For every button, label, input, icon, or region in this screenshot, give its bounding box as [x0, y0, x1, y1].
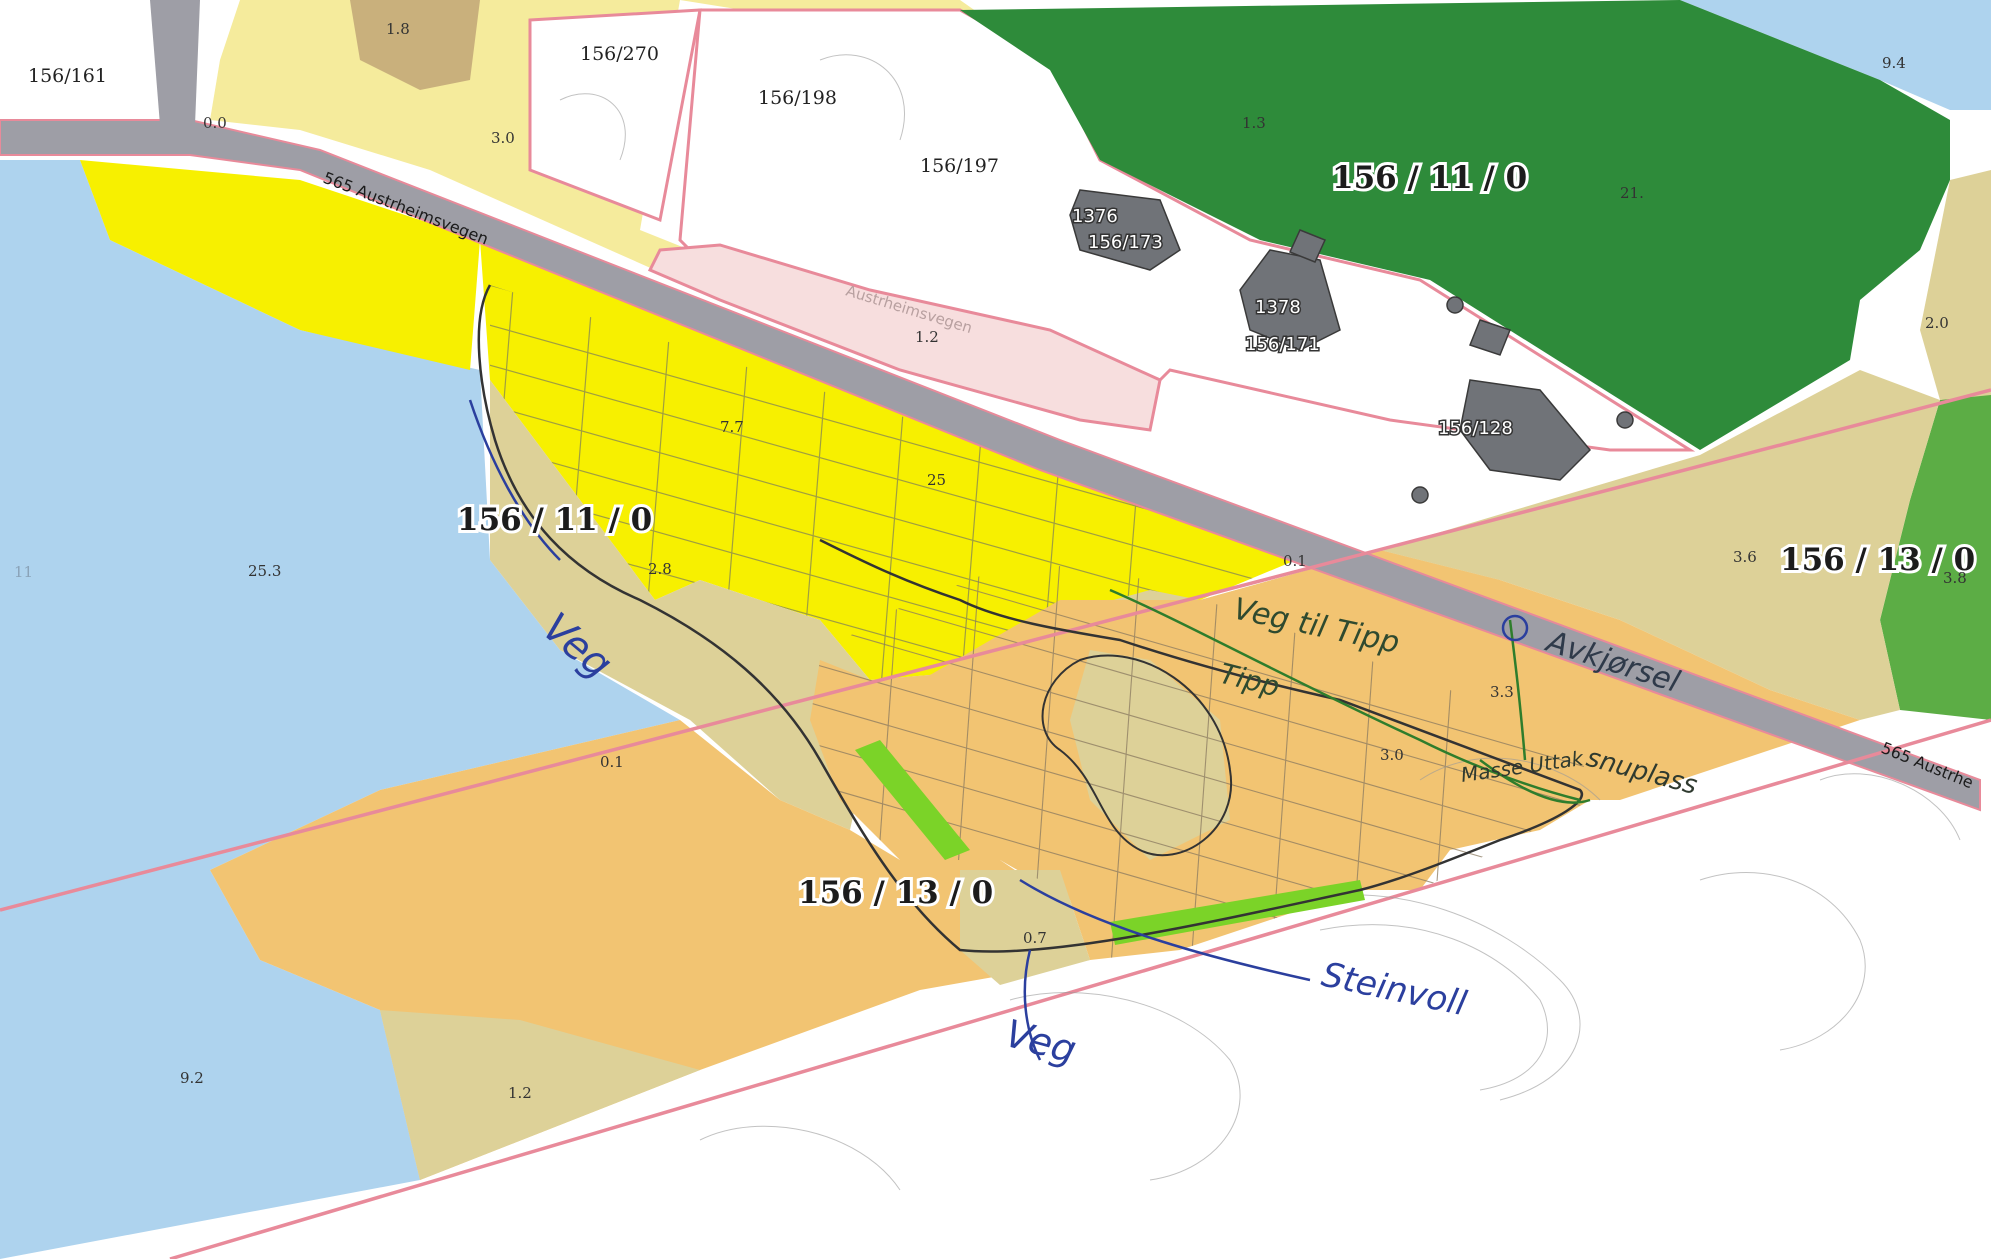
svg-text:2.8: 2.8: [648, 560, 672, 578]
svg-text:3.8: 3.8: [1943, 569, 1967, 587]
property-label-south: 156 / 13 / 0: [798, 875, 993, 911]
khaki-south-mid: [1070, 650, 1230, 860]
building-1378: [1239, 249, 1341, 351]
parcel-156-270: 156/270: [580, 43, 659, 65]
water-northeast: [1680, 0, 1991, 110]
svg-text:0.1: 0.1: [600, 753, 624, 771]
svg-text:3.6: 3.6: [1733, 548, 1757, 566]
parcel-156-128: 156/128: [1438, 418, 1513, 439]
building-small-a: [1469, 319, 1511, 356]
building-sheds: [1288, 229, 1327, 263]
svg-text:3.3: 3.3: [1490, 683, 1514, 701]
svg-text:25: 25: [927, 471, 946, 489]
svg-text:7.7: 7.7: [720, 418, 744, 436]
highlight-yellow-west: [80, 160, 480, 370]
svg-text:0.7: 0.7: [1023, 929, 1047, 947]
svg-text:11: 11: [14, 563, 33, 581]
parcel-156-173: 156/173: [1088, 232, 1163, 253]
building-number-1378: 1378: [1255, 297, 1301, 318]
boundary-line-north: [0, 388, 1991, 912]
svg-text:1.8: 1.8: [386, 20, 410, 38]
boundary-line-south: [169, 718, 1991, 1259]
svg-text:25.3: 25.3: [248, 562, 281, 580]
residential-block-a: [528, 8, 702, 223]
elevation-values: 1.8 0.0 3.0 1.3 9.4 21. 1.2 2.0 7.7 25 2…: [14, 20, 1967, 1102]
building-round-a: [1446, 296, 1464, 314]
svg-text:3.0: 3.0: [491, 129, 515, 147]
property-label-east: 156 / 13 / 0: [1780, 542, 1975, 578]
project-outline: [477, 284, 1583, 953]
pen-blue-lines: [468, 399, 1311, 1061]
tan-southwest: [380, 1010, 700, 1180]
svg-text:0.0: 0.0: [203, 114, 227, 132]
buildings: [1069, 189, 1634, 504]
parcel-156-171: 156/171: [1245, 334, 1320, 355]
pen-green-lines: [1109, 588, 1591, 804]
road-nw-branch: [150, 0, 200, 125]
property-label-central: 156 / 11 / 0: [457, 502, 652, 538]
forest-light: [1880, 390, 1991, 720]
svg-text:1.2: 1.2: [915, 328, 939, 346]
svg-text:0.1: 0.1: [1283, 552, 1307, 570]
svg-text:9.2: 9.2: [180, 1069, 204, 1087]
building-1376: [1069, 189, 1181, 271]
khaki-east: [1380, 370, 1940, 720]
residential-nw: [0, 0, 200, 120]
exit-marker: [1501, 614, 1529, 642]
tan-nw: [350, 0, 480, 90]
svg-text:1.3: 1.3: [1242, 114, 1266, 132]
contour-lines: [559, 54, 1961, 1191]
green-strip-west: [855, 740, 970, 860]
parcel-156-197: 156/197: [920, 155, 999, 177]
building-round-c: [1411, 486, 1429, 504]
building-round-b: [1616, 411, 1634, 429]
project-outline-inner: [1041, 654, 1233, 857]
forest-dark: [960, 0, 1950, 450]
water-west: [0, 160, 680, 1259]
parcel-156-161: 156/161: [28, 65, 107, 87]
svg-text:3.0: 3.0: [1380, 746, 1404, 764]
svg-text:1.2: 1.2: [508, 1084, 532, 1102]
tan-east: [1920, 170, 1991, 400]
svg-text:9.4: 9.4: [1882, 54, 1906, 72]
main-road: [0, 119, 1981, 812]
property-label-north: 156 / 11 / 0: [1332, 160, 1527, 196]
building-number-1376: 1376: [1072, 206, 1118, 227]
local-road-area: [647, 243, 1162, 432]
svg-text:2.0: 2.0: [1925, 314, 1949, 332]
tan-south-central: [960, 870, 1090, 985]
highlight-yellow-field: [480, 240, 1320, 680]
building-156-128: [1459, 379, 1592, 481]
svg-text:21.: 21.: [1620, 184, 1644, 202]
parcel-156-198: 156/198: [758, 87, 837, 109]
